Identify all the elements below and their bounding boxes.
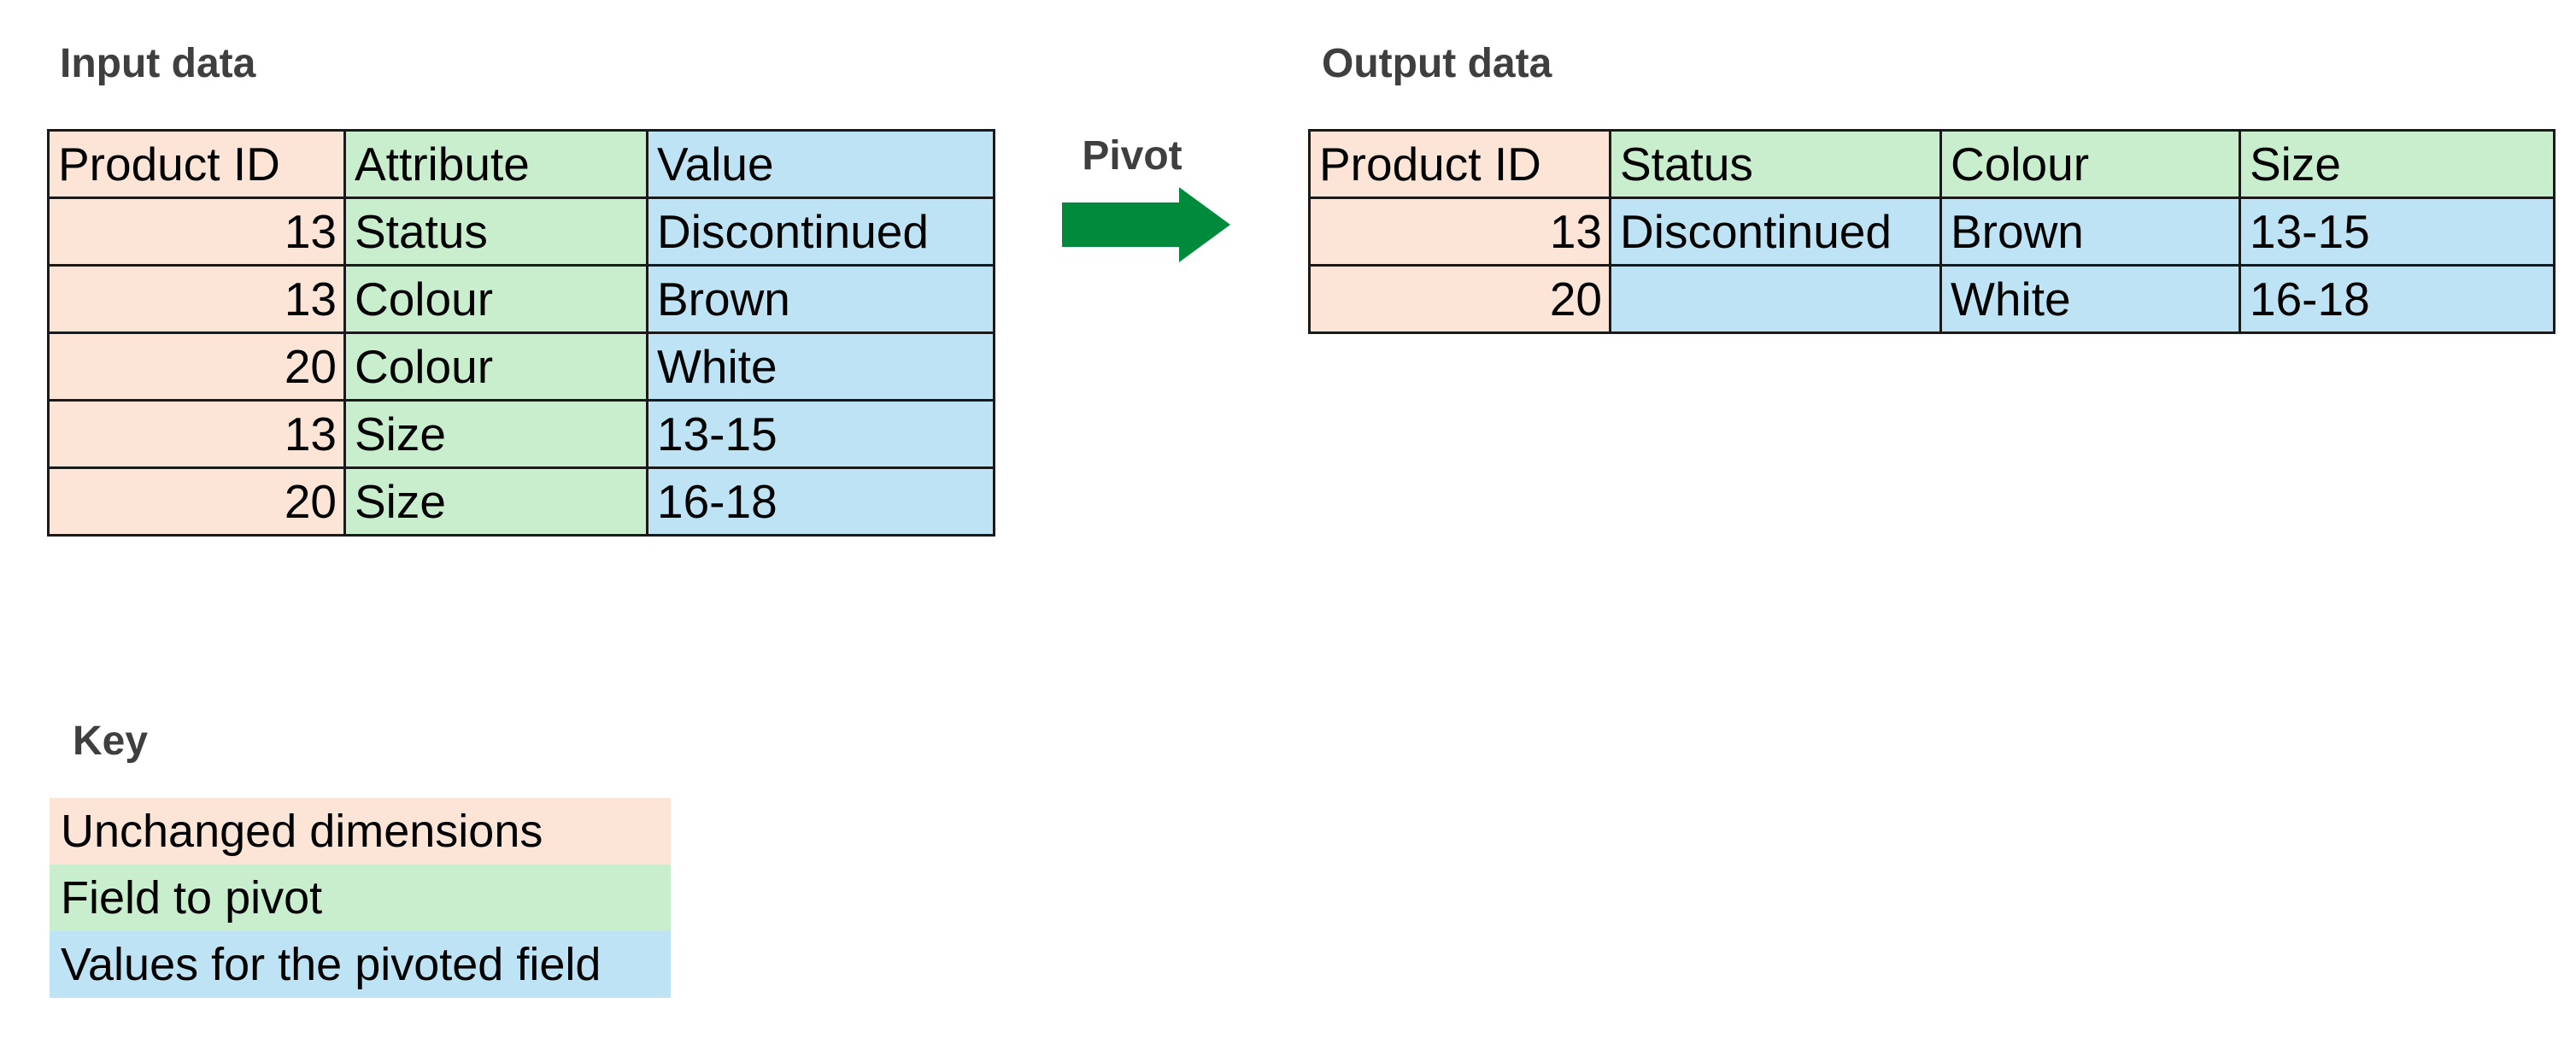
table-row: 20 Size 16-18 <box>47 466 995 537</box>
table-cell-status: Discontinued <box>1609 196 1942 267</box>
column-header-size: Size <box>2239 129 2555 199</box>
table-cell-attribute: Colour <box>343 264 648 334</box>
input-data-title: Input data <box>60 41 256 86</box>
output-data-title: Output data <box>1322 41 1552 86</box>
table-cell-product-id: 20 <box>1308 264 1611 334</box>
output-table-header-row: Product ID Status Colour Size <box>1308 129 2555 199</box>
table-cell-product-id: 13 <box>47 196 346 267</box>
table-cell-attribute: Size <box>343 466 648 537</box>
column-header-attribute: Attribute <box>343 129 648 199</box>
table-row: 13 Discontinued Brown 13-15 <box>1308 196 2555 267</box>
table-row: 13 Status Discontinued <box>47 196 995 267</box>
output-data-table: Product ID Status Colour Size 13 Discont… <box>1308 129 2555 334</box>
table-cell-attribute: Size <box>343 399 648 469</box>
table-cell-product-id: 13 <box>47 264 346 334</box>
table-cell-attribute: Colour <box>343 331 648 402</box>
table-cell-size: 13-15 <box>2239 196 2555 267</box>
input-table-header-row: Product ID Attribute Value <box>47 129 995 199</box>
key-title: Key <box>73 718 149 764</box>
table-cell-status <box>1609 264 1942 334</box>
table-cell-value: Discontinued <box>646 196 995 267</box>
table-cell-product-id: 20 <box>47 331 346 402</box>
table-row: 20 White 16-18 <box>1308 264 2555 334</box>
table-cell-product-id: 13 <box>1308 196 1611 267</box>
table-cell-attribute: Status <box>343 196 648 267</box>
column-header-product-id: Product ID <box>1308 129 1611 199</box>
table-cell-value: White <box>646 331 995 402</box>
table-cell-value: Brown <box>646 264 995 334</box>
key-legend: Unchanged dimensions Field to pivot Valu… <box>50 798 671 998</box>
table-row: 20 Colour White <box>47 331 995 402</box>
column-header-status: Status <box>1609 129 1942 199</box>
column-header-value: Value <box>646 129 995 199</box>
table-cell-value: 13-15 <box>646 399 995 469</box>
table-cell-value: 16-18 <box>646 466 995 537</box>
key-item-unchanged-dimensions: Unchanged dimensions <box>50 798 671 865</box>
table-cell-colour: Brown <box>1939 196 2241 267</box>
table-cell-product-id: 20 <box>47 466 346 537</box>
table-cell-product-id: 13 <box>47 399 346 469</box>
pivot-right-arrow-icon <box>1062 187 1230 262</box>
input-data-table: Product ID Attribute Value 13 Status Dis… <box>47 129 995 537</box>
column-header-colour: Colour <box>1939 129 2241 199</box>
table-cell-colour: White <box>1939 264 2241 334</box>
key-item-field-to-pivot: Field to pivot <box>50 865 671 931</box>
table-row: 13 Size 13-15 <box>47 399 995 469</box>
table-row: 13 Colour Brown <box>47 264 995 334</box>
pivot-label: Pivot <box>1082 133 1182 179</box>
column-header-product-id: Product ID <box>47 129 346 199</box>
table-cell-size: 16-18 <box>2239 264 2555 334</box>
key-item-pivoted-values: Values for the pivoted field <box>50 931 671 998</box>
